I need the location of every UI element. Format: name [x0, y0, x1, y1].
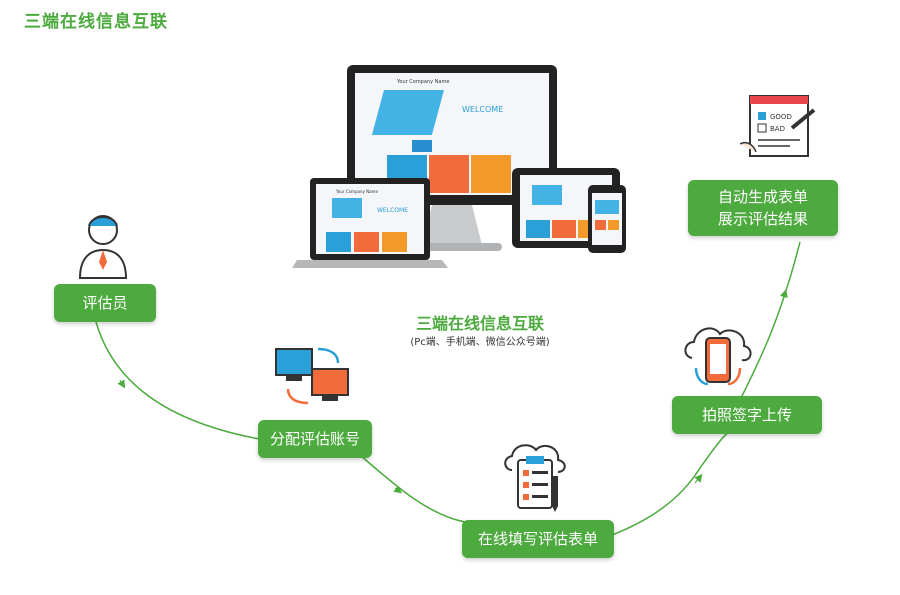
step-generate-form-label-2: 展示评估结果: [717, 210, 808, 228]
evaluator-person-icon: [78, 215, 128, 279]
form-option-bad: BAD: [770, 125, 785, 133]
laptop-brand-text: Your Company Name: [335, 189, 378, 194]
monitor-banner-text: WELCOME: [462, 105, 503, 114]
step-evaluator-button[interactable]: 评估员: [54, 284, 156, 322]
devices-illustration: Your Company Name WELCOME Your Company N…: [292, 65, 626, 268]
step-photo-sign-upload-label: 拍照签字上传: [701, 406, 792, 424]
form-option-good: GOOD: [770, 113, 792, 121]
step-evaluator-label: 评估员: [82, 294, 128, 312]
monitor-icon: Your Company Name WELCOME: [347, 65, 557, 251]
step-generate-form-label-1: 自动生成表单: [717, 188, 808, 206]
phone-icon: [588, 185, 626, 253]
laptop-icon: Your Company Name WELCOME: [292, 178, 448, 268]
step-generate-form-button[interactable]: 自动生成表单 展示评估结果: [688, 180, 838, 236]
laptop-banner-text: WELCOME: [377, 207, 408, 214]
evaluation-clipboard-icon: GOOD BAD: [740, 95, 816, 157]
step-assign-account-label: 分配评估账号: [269, 430, 360, 448]
cloud-phone-icon: [684, 327, 752, 386]
monitor-brand-text: Your Company Name: [396, 79, 449, 85]
step-photo-sign-upload-button[interactable]: 拍照签字上传: [672, 396, 822, 434]
cloud-form-icon: [504, 444, 566, 512]
computers-transfer-icon: [275, 347, 349, 405]
step-fill-form-button[interactable]: 在线填写评估表单: [462, 520, 614, 558]
page-title: 三端在线信息互联: [24, 12, 168, 32]
step-fill-form-label: 在线填写评估表单: [477, 530, 598, 548]
center-title: 三端在线信息互联: [415, 314, 544, 333]
center-subtitle: (Pc端、手机端、微信公众号端): [410, 337, 550, 348]
step-assign-account-button[interactable]: 分配评估账号: [258, 420, 372, 458]
